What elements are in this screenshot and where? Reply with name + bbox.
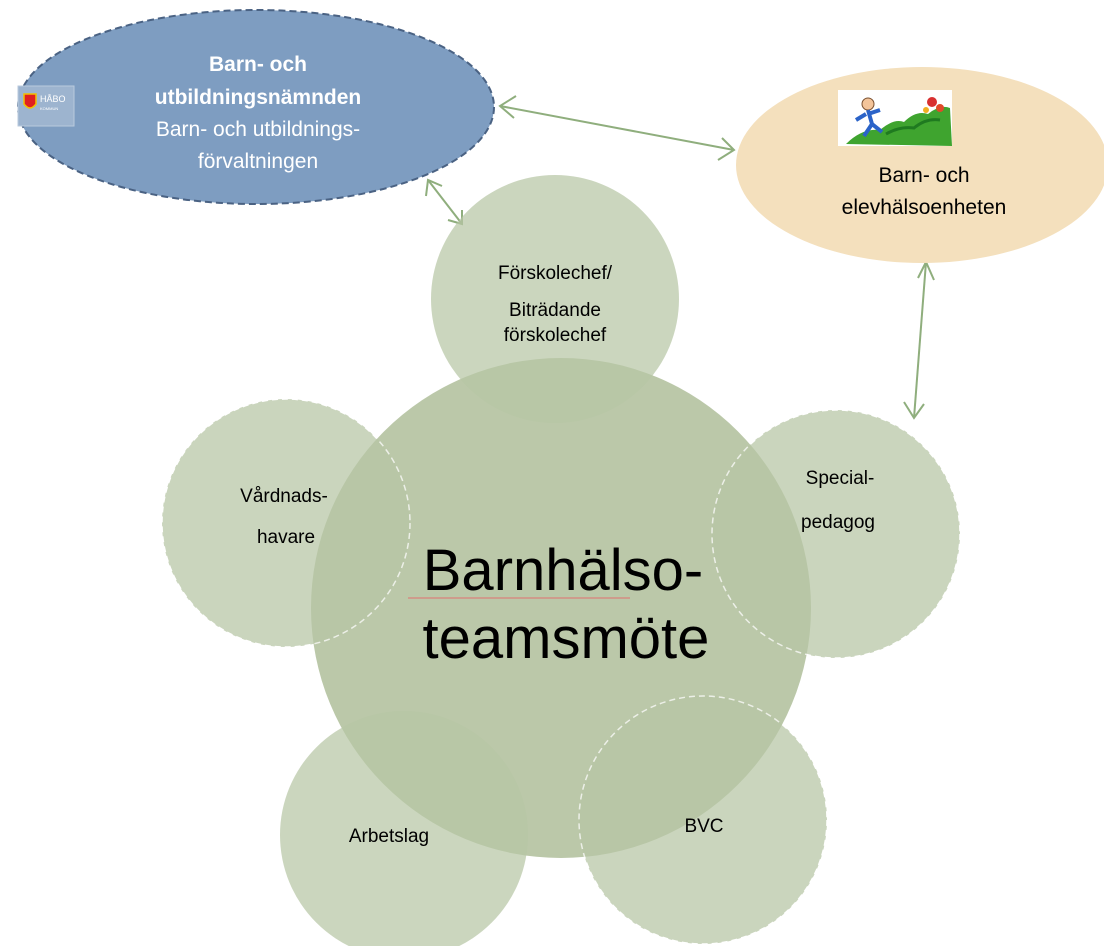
vardnadshavare-line1: Vårdnads- (240, 486, 328, 507)
top-left-ellipse (17, 9, 495, 205)
specialpedagog-line1: Special- (806, 468, 875, 489)
top-left-sub-line1: Barn- och utbildnings- (156, 118, 360, 141)
circle-specialpedagog (711, 409, 961, 659)
arrow-top-left-to-top-right (498, 95, 736, 161)
logo-text: HÅBO (40, 94, 66, 104)
top-right-ellipse (736, 67, 1104, 263)
top-left-sub-line2: förvaltningen (198, 150, 318, 173)
node-barn-och-utbildningsnamnden: HÅBO KOMMUN Barn- och utbildningsnämnden… (17, 9, 495, 205)
logo-subtext: KOMMUN (40, 106, 58, 111)
arrow-top-left-to-forskolechef (425, 178, 463, 226)
arbetslag-label: Arbetslag (349, 826, 429, 847)
top-right-line2: elevhälsoenheten (842, 196, 1007, 219)
satellite-circles (161, 175, 961, 946)
circle-arbetslag (280, 711, 528, 946)
vardnadshavare-line2: havare (257, 527, 315, 548)
bvc-label: BVC (684, 816, 723, 837)
node-barn-och-elevhalsoenheten: Barn- och elevhälsoenheten (736, 67, 1104, 263)
specialpedagog-line2: pedagog (801, 512, 875, 533)
child-climbing-image (838, 90, 952, 146)
forskolechef-line2: Biträdande (509, 300, 601, 321)
forskolechef-line3: förskolechef (504, 325, 607, 346)
circle-forskolechef (431, 175, 679, 423)
habo-logo: HÅBO KOMMUN (17, 85, 75, 127)
circle-vardnadshavare (161, 398, 411, 648)
top-left-title-line2: utbildningsnämnden (155, 86, 361, 109)
arrow-top-right-to-specialpedagog (903, 259, 935, 420)
top-left-title-line1: Barn- och (209, 53, 307, 76)
center-line1: Barnhälso- (423, 538, 703, 603)
top-right-line1: Barn- och (878, 164, 969, 187)
center-line2: teamsmöte (423, 606, 710, 671)
circle-bvc (578, 695, 828, 945)
forskolechef-line1: Förskolechef/ (498, 263, 613, 284)
